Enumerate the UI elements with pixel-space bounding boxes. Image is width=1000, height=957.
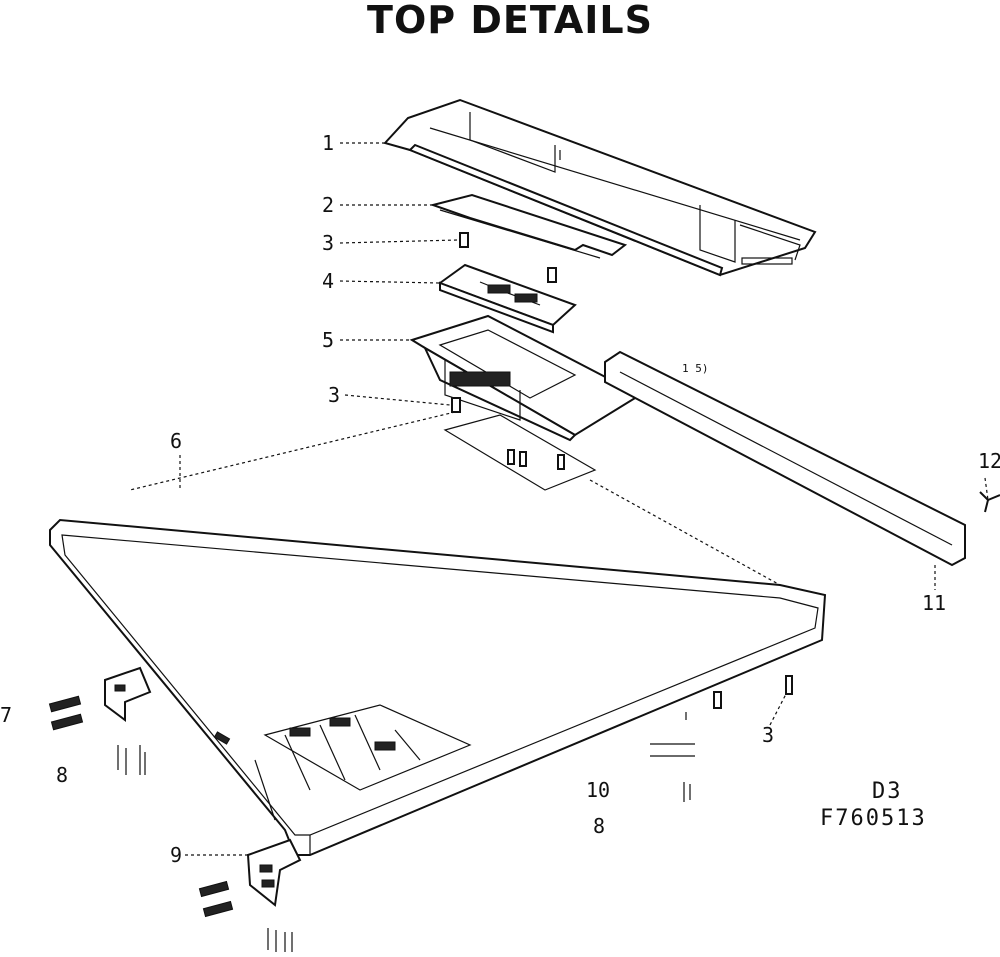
part-6-top-panel (49, 518, 827, 856)
part-12-clip (979, 491, 1000, 513)
svg-text:1 5): 1 5) (682, 362, 709, 375)
callout-4: 4 (322, 269, 334, 293)
part-9-hinge-right (198, 838, 302, 952)
callout-8-left: 8 (56, 763, 68, 787)
callout-5: 5 (322, 328, 334, 352)
drawing-code-line-2: F760513 (820, 806, 927, 831)
callout-3-upper: 3 (322, 231, 334, 255)
part-5-housing (409, 314, 643, 491)
callout-labels: 1 2 3 4 5 3 6 12 11 7 8 3 10 8 9 (0, 131, 1000, 867)
part-2-bracket (429, 193, 628, 259)
part-11-trim-strip: 1 5) (604, 350, 966, 567)
drawing-code-line-1: D3 (872, 779, 903, 804)
part-3-screw-middle (451, 397, 565, 470)
callout-11: 11 (922, 591, 946, 615)
callout-10: 10 (586, 778, 610, 802)
part-loose-hardware (650, 675, 793, 802)
part-1-control-console (383, 98, 817, 277)
part-7-hinge-left (48, 666, 152, 775)
part-3-screw-upper (459, 232, 557, 283)
callout-1: 1 (322, 131, 334, 155)
drawing-code: D3 F760513 (820, 779, 927, 831)
callout-3-middle: 3 (328, 383, 340, 407)
callout-3-lower: 3 (762, 723, 774, 747)
callout-6: 6 (170, 429, 182, 453)
callout-7: 7 (0, 703, 12, 727)
callout-8-bottom: 8 (593, 814, 605, 838)
leader-lines (129, 142, 989, 856)
part-4-switch-block (437, 263, 577, 334)
callout-12: 12 (978, 449, 1000, 473)
callout-9: 9 (170, 843, 182, 867)
page-title: TOP DETAILS (367, 0, 653, 42)
callout-2: 2 (322, 193, 334, 217)
